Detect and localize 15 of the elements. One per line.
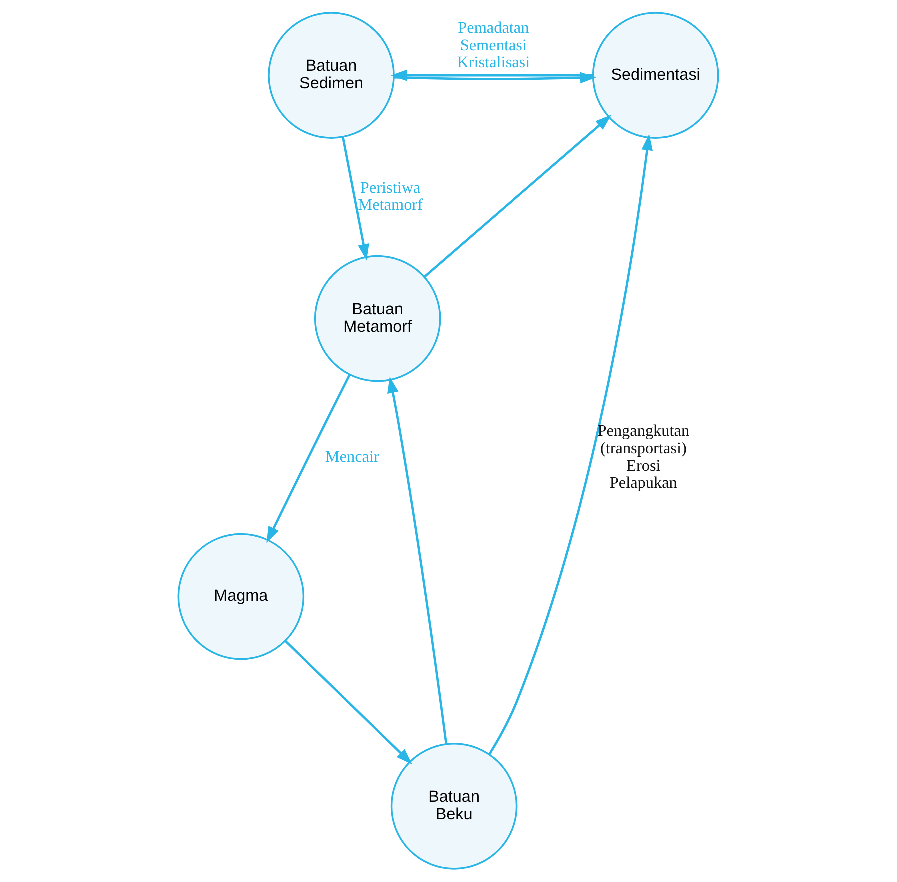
arrow: [488, 134, 653, 756]
arrow: [388, 376, 448, 744]
arrow: [266, 374, 351, 544]
edge-label: Peristiwa Metamorf: [358, 178, 423, 214]
edge-label: Mencair: [325, 448, 380, 466]
arrow: [342, 137, 370, 261]
arrow: [390, 70, 594, 82]
node-circle: Batuan Sedimen: [268, 12, 395, 139]
node-circle: Batuan Beku: [390, 743, 518, 870]
node-circle: Batuan Metamorf: [314, 255, 442, 382]
node-circle: Magma: [178, 533, 305, 660]
node-circle: Sedimentasi: [592, 12, 720, 139]
arrow: [285, 640, 413, 765]
arrow: [424, 115, 612, 278]
edge-label: Pemadatan Sementasi Kristalisasi: [457, 18, 530, 72]
